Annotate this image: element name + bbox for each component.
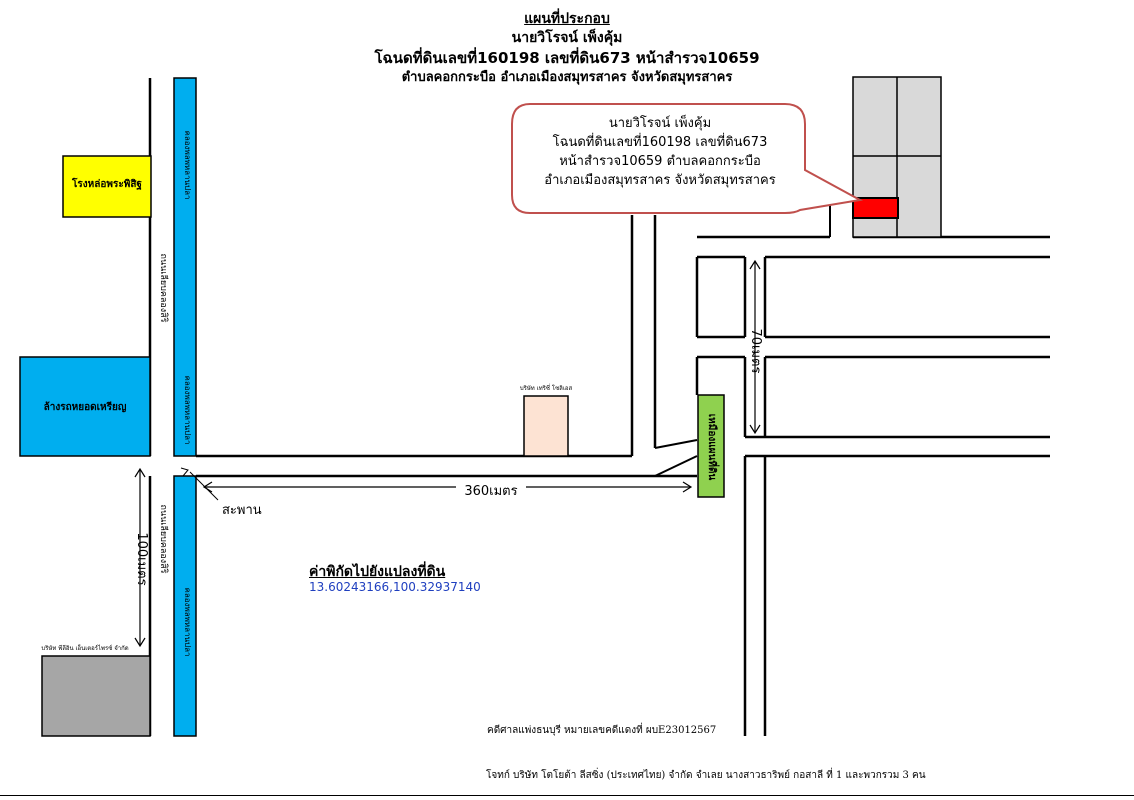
deed-number: โฉนดที่ดินเลขที่160198 เลขที่ดิน673 หน้า… (374, 49, 760, 67)
company-small-label: บริษัท เทริซี่ โซลิเอส (519, 385, 573, 392)
owner-name: นายวิโรจน์ เพ็งคุ้ม (511, 30, 623, 46)
green-marker-label: เหมืองแผนที่ดิน (706, 413, 717, 481)
callout-line-2: โฉนดที่ดินเลขที่160198 เลขที่ดิน673 (552, 135, 768, 150)
map-title: แผนที่ประกอบ (524, 11, 610, 27)
school-building (62, 155, 152, 218)
canal-label-middle: คลองพลพหลานปลา (183, 375, 192, 445)
callout-line-3: หน้าสำรวจ10659 ตำบลคอกกระบือ (559, 154, 761, 169)
canal-label-upper: คลองพลพหลานปลา (183, 130, 192, 200)
road-label-upper: ถนนเลียบคลองสิริ (158, 253, 168, 323)
case-number: คดีศาลแพ่งธนบุรี หมายเลขคดีแดงที่ ผบE230… (487, 725, 717, 736)
coords-value: 13.60243166,100.32937140 (309, 580, 481, 594)
callout-bubble (511, 103, 864, 214)
company-bottom-label: บริษัท พีลีอิน เอ็นเตอร์ไพรซ์ จำกัด (41, 645, 129, 652)
shop-building (19, 356, 151, 457)
bridge-label: สะพาน (222, 503, 262, 518)
callout-text: นายวิโรจน์ เพ็งคุ้ม โฉนดที่ดินเลขที่1601… (515, 114, 805, 190)
canal-label-lower: คลองพลพหลานปลา (183, 587, 192, 657)
target-plot (852, 197, 899, 219)
shop-label: ล้างรถหยอดเหรียญ (43, 402, 127, 413)
soi-connector-lower (654, 455, 698, 477)
bottom-rule (0, 795, 1134, 796)
soi-connector-upper (654, 439, 698, 449)
road-label-lower: ถนนเลียบคลองสิริ (158, 504, 168, 574)
location-line: ตำบลคอกกระบือ อำเภอเมืองสมุทรสาคร จังหวั… (401, 70, 733, 85)
company-building (523, 395, 569, 457)
gray-lot (41, 655, 151, 737)
distance-360m: 360เมตร (456, 480, 526, 499)
case-parties: โจทก์ บริษัท โตโยต้า ลีสซิ่ง (ประเทศไทย)… (486, 770, 926, 781)
distance-70m: 70เมตร (748, 328, 763, 374)
green-marker (697, 394, 725, 498)
school-label: โรงหล่อพระพิสิฐ (72, 179, 142, 190)
callout-line-4: อำเภอเมืองสมุทรสาคร จังหวัดสมุทรสาคร (544, 173, 776, 188)
distance-100m: 100เมตร (134, 532, 149, 586)
canal-upper (173, 77, 197, 457)
callout-line-1: นายวิโรจน์ เพ็งคุ้ม (608, 116, 712, 131)
canal-lower (173, 475, 197, 737)
coords-heading: ค่าพิกัดไปยังแปลงที่ดิน (309, 564, 446, 580)
